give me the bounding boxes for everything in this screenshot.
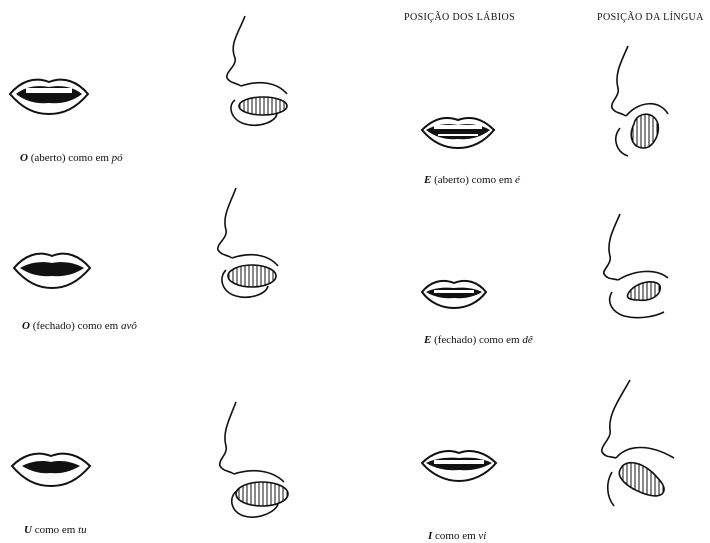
lips-e-open-illustration <box>420 112 496 152</box>
caption-e-open: E (aberto) como em é <box>424 174 520 186</box>
tongue-i-illustration <box>598 378 684 512</box>
caption-o-closed: O (fechado) como em avô <box>22 320 137 332</box>
tongue-u-illustration <box>210 400 294 524</box>
tongue-o-closed-illustration <box>208 186 288 306</box>
caption-e-closed: E (fechado) como em dê <box>424 334 533 346</box>
tongue-e-closed-illustration <box>598 212 678 328</box>
lips-o-open-illustration <box>8 72 90 116</box>
caption-i: I como em vi <box>428 530 486 542</box>
tongue-position-header: POSIÇÃO DA LÍNGUA <box>597 12 704 23</box>
lips-o-closed-illustration <box>12 248 92 290</box>
tongue-o-open-illustration <box>215 14 295 132</box>
lips-position-header: POSIÇÃO DOS LÁBIOS <box>404 12 515 23</box>
lips-e-closed-illustration <box>420 276 488 310</box>
lips-u-illustration <box>10 448 92 488</box>
caption-o-open: O (aberto) como em pó <box>20 152 123 164</box>
lips-i-illustration <box>420 446 498 484</box>
caption-u: U como em tu <box>24 524 87 536</box>
tongue-e-open-illustration <box>604 44 678 162</box>
